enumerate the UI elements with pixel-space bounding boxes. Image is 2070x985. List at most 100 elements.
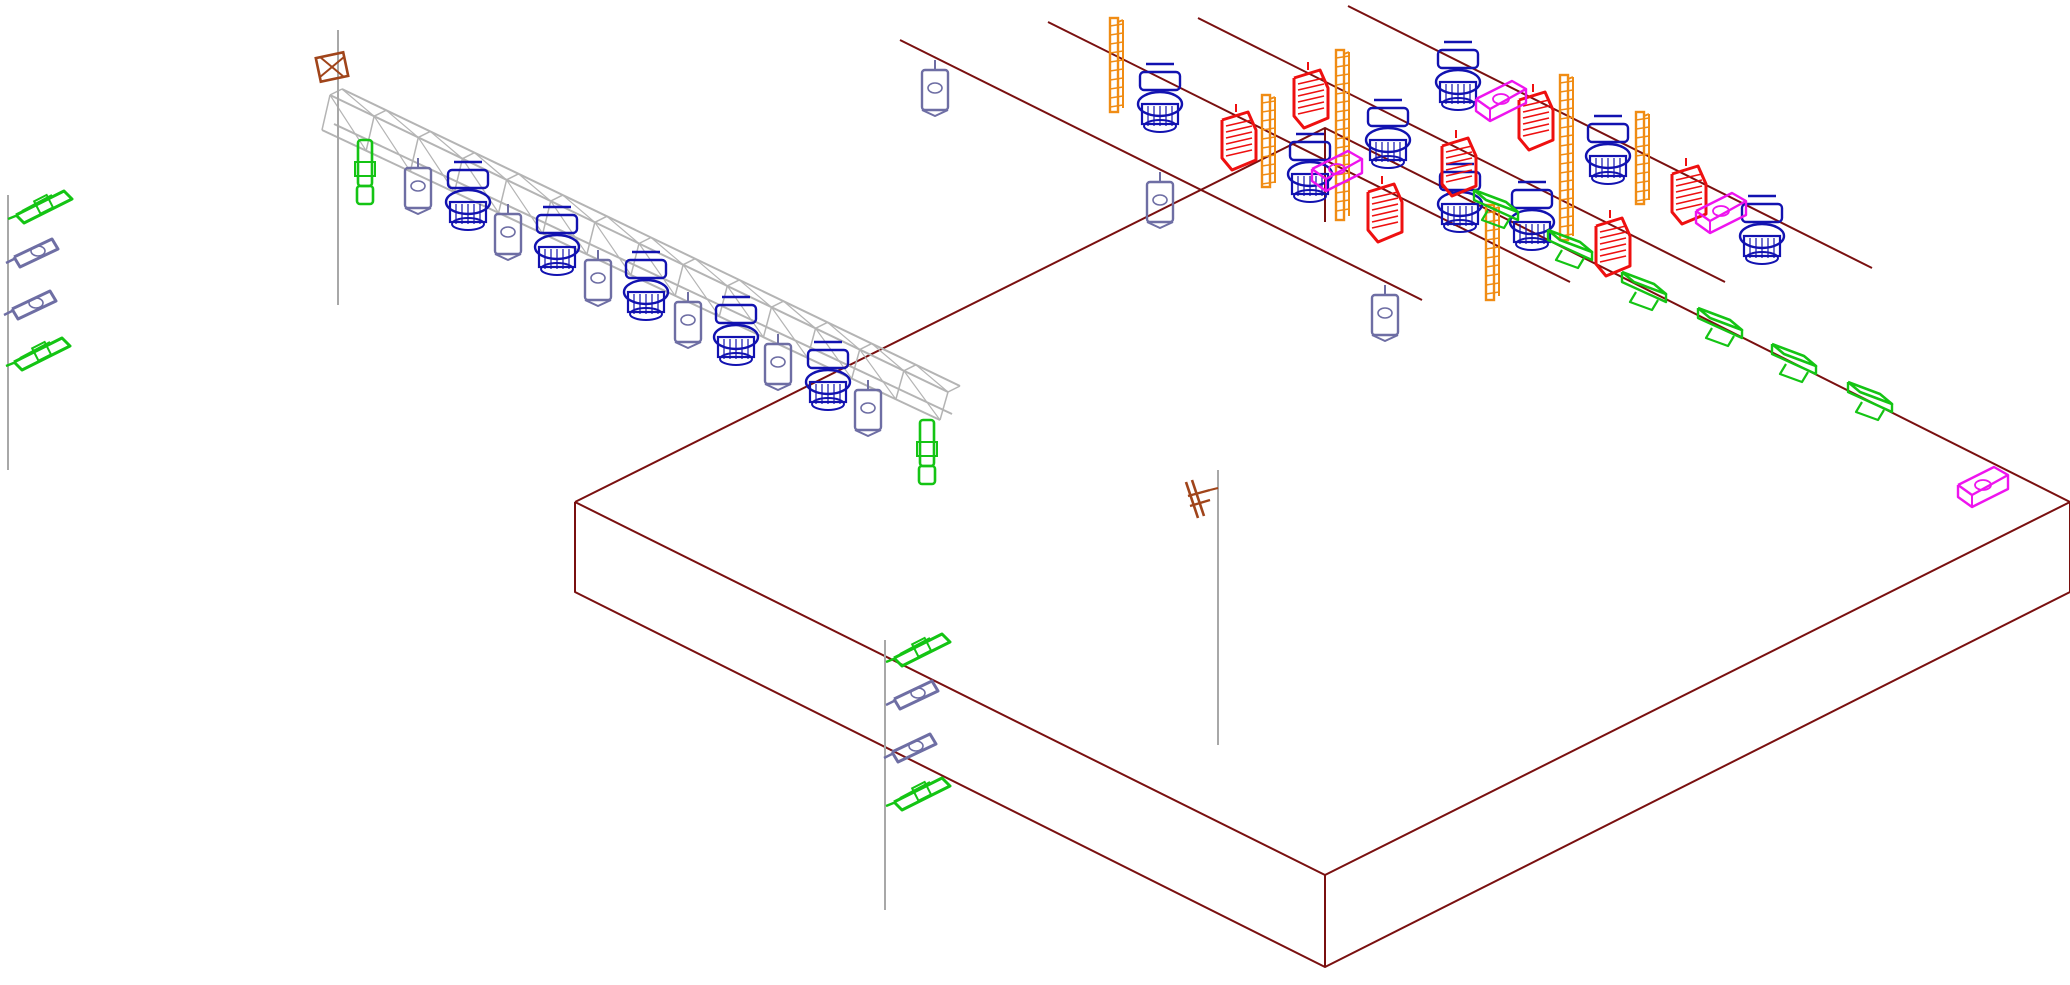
led-strip-fixture-icon[interactable] [1558, 73, 1574, 242]
moving-head-fixture-icon[interactable] [1738, 194, 1786, 265]
moving-head-fixture-icon[interactable] [1434, 40, 1482, 111]
par-can-fixture-icon[interactable] [1370, 285, 1400, 342]
led-strip-fixture-icon[interactable] [1334, 48, 1350, 222]
rigging-accessory-icon[interactable] [1184, 479, 1219, 519]
fixture-yoke [1510, 188, 1554, 210]
profile-spot-fixture-icon[interactable] [5, 336, 72, 372]
profile-spot-fixture-icon[interactable] [885, 632, 952, 668]
moving-head-fixture-icon[interactable] [1584, 114, 1632, 185]
par-can-fixture-icon[interactable] [885, 679, 940, 711]
profile-spot-fixture-icon[interactable] [1472, 188, 1520, 230]
moving-head-fixture-icon[interactable] [1364, 98, 1412, 169]
wash-fixture-icon[interactable] [1440, 130, 1478, 198]
par-can-fixture-icon[interactable] [763, 334, 793, 391]
accessory-bar [1189, 498, 1211, 508]
fixture-fin [1599, 231, 1627, 239]
fixture-lens [1443, 219, 1477, 233]
moving-head-fixture-icon[interactable] [622, 250, 670, 321]
par-can-fixture-icon[interactable] [3, 289, 58, 321]
fixture-side [1620, 272, 1668, 304]
fixture-lens [1441, 97, 1475, 111]
pipe-batten [1347, 5, 1873, 269]
wash-fixture-icon[interactable] [1292, 62, 1330, 130]
led-strip-fixture-icon[interactable] [1260, 93, 1276, 189]
truss-diagonal [694, 258, 728, 287]
profile-spot-fixture-icon[interactable] [885, 776, 952, 812]
par-can-fixture-icon[interactable] [883, 732, 938, 764]
fixture-clamp [885, 656, 897, 664]
par-can-fixture-icon[interactable] [673, 292, 703, 349]
par-can-fixture-icon[interactable] [583, 250, 613, 307]
moving-head-fixture-icon[interactable] [1136, 62, 1184, 133]
fixture-base [494, 253, 522, 261]
par-can-fixture-icon[interactable] [5, 237, 60, 269]
accessory-bar [1187, 488, 1211, 498]
fixture-fin [1371, 197, 1399, 205]
truss-diagonal [606, 215, 640, 244]
moving-head-fixture-icon[interactable] [804, 340, 852, 411]
strip-housing [1558, 73, 1570, 242]
strip-cell [1109, 95, 1124, 99]
profile-spot-fixture-icon[interactable] [1770, 342, 1818, 384]
moving-head-fixture-icon[interactable] [712, 295, 760, 366]
led-strip-fixture-icon[interactable] [1108, 16, 1124, 114]
truss-diagonal [871, 343, 905, 372]
profile-spot-fixture-icon[interactable] [7, 189, 74, 225]
moving-head-fixture-icon[interactable] [1508, 180, 1556, 251]
par-can-fixture-icon[interactable] [920, 60, 950, 117]
fixture-fin [1371, 203, 1399, 211]
led-strip-fixture-icon[interactable] [1634, 110, 1650, 206]
truss-strut [903, 364, 917, 372]
par-can-fixture-icon[interactable] [853, 380, 883, 437]
moving-head-fixture-icon[interactable] [533, 205, 581, 276]
wash-fixture-icon[interactable] [1366, 176, 1404, 244]
fixture-fin [1371, 215, 1399, 223]
profile-spot-fixture-icon[interactable] [1846, 380, 1894, 422]
profile-spot-fixture-icon[interactable] [1620, 270, 1668, 312]
truss-strut [365, 116, 375, 151]
color-scroller-fixture-icon[interactable] [1694, 191, 1748, 235]
wash-fixture-icon[interactable] [1594, 210, 1632, 278]
color-scroller-fixture-icon[interactable] [1956, 465, 2010, 509]
led-strip-fixture-icon[interactable] [1484, 203, 1500, 302]
strip-cell [1261, 109, 1276, 113]
color-scroller-fixture-icon[interactable] [1310, 149, 1364, 193]
profile-spot-fixture-icon[interactable] [916, 418, 938, 486]
par-can-fixture-icon[interactable] [1145, 172, 1175, 229]
strip-cell [1335, 145, 1350, 149]
fixture-yoke [1288, 140, 1332, 162]
color-scroller-fixture-icon[interactable] [1474, 79, 1528, 123]
wash-fixture-icon[interactable] [1517, 84, 1555, 152]
rigging-accessory-icon[interactable] [314, 50, 350, 84]
strip-cell [1109, 104, 1124, 108]
fixture-lens [1377, 307, 1393, 319]
strip-cell [1635, 180, 1650, 184]
accessory-arm [1184, 481, 1200, 519]
moving-head-fixture-icon[interactable] [1286, 132, 1334, 203]
fixture-fin [1599, 237, 1627, 245]
fixture-fin [1522, 117, 1550, 125]
par-can-fixture-icon[interactable] [403, 158, 433, 215]
strip-cell [1559, 206, 1574, 210]
profile-spot-fixture-icon[interactable] [354, 138, 376, 206]
truss-strut [895, 370, 905, 400]
par-can-fixture-icon[interactable] [493, 204, 523, 261]
strip-cell [1559, 179, 1574, 183]
fixture-lens [410, 180, 426, 192]
fixture-stand [1704, 327, 1735, 348]
strip-cell [1261, 181, 1276, 185]
fixture-fin [1522, 99, 1550, 107]
moving-head-fixture-icon[interactable] [444, 160, 492, 231]
fixture-body [1670, 164, 1708, 226]
profile-spot-fixture-icon[interactable] [1696, 306, 1744, 348]
wash-fixture-icon[interactable] [1670, 158, 1708, 226]
fixture-body [1220, 110, 1258, 172]
fixture-lens [719, 352, 753, 366]
wash-fixture-icon[interactable] [1220, 104, 1258, 172]
profile-spot-fixture-icon[interactable] [1546, 228, 1594, 270]
fixture-base [854, 429, 882, 437]
strip-cell [1485, 246, 1500, 250]
